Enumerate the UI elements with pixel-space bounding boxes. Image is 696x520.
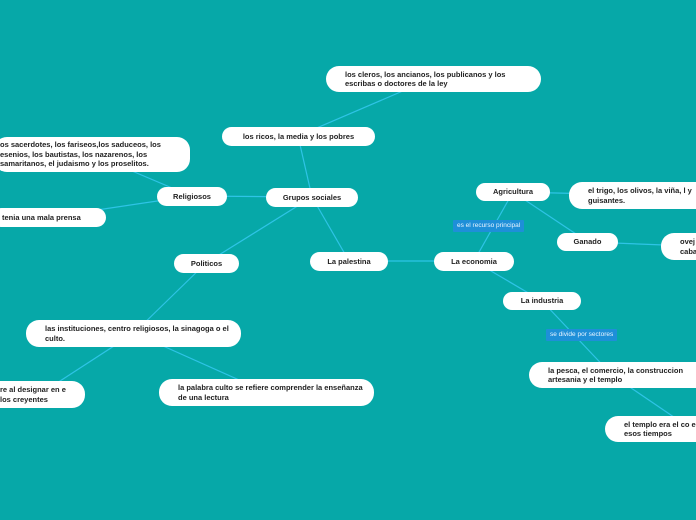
- node-ovejas[interactable]: ovej caba: [661, 233, 696, 260]
- node-label: los ricos, la media y los pobres: [242, 131, 355, 141]
- node-templo[interactable]: el templo era el co en esos tiempos: [605, 416, 696, 442]
- link-grupos-politicos: [205, 196, 313, 264]
- node-mala-prensa[interactable]: tenia una mala prensa: [0, 208, 106, 227]
- node-label: la palabra culto se refiere comprender l…: [178, 383, 363, 402]
- node-la-industria[interactable]: La industria: [503, 292, 581, 310]
- node-sacerdotes[interactable]: os sacerdotes, los fariseos,los saduceos…: [0, 137, 190, 172]
- node-label: Ganado: [573, 237, 602, 247]
- node-label: La industria: [520, 296, 564, 306]
- link-grupos-ricos: [297, 135, 313, 198]
- node-palabra-culto[interactable]: la palabra culto se refiere comprender l…: [159, 379, 374, 406]
- node-label: La palestina: [327, 256, 371, 266]
- node-label: Agricultura: [492, 187, 533, 197]
- node-label: el templo era el co en esos tiempos: [624, 419, 696, 439]
- node-designar[interactable]: re al designar en e los creyentes: [0, 381, 85, 408]
- node-label: Religiosos: [173, 191, 211, 201]
- node-los-ricos[interactable]: los ricos, la media y los pobres: [222, 127, 375, 146]
- node-politicos[interactable]: Politicos: [174, 254, 239, 273]
- node-ganado[interactable]: Ganado: [557, 233, 618, 251]
- node-religiosos[interactable]: Religiosos: [157, 187, 227, 206]
- node-pesca[interactable]: la pesca, el comercio, la construccion a…: [529, 362, 696, 388]
- node-trigo[interactable]: el trigo, los olivos, la viña, l y guisa…: [569, 182, 696, 209]
- node-label: el trigo, los olivos, la viña, l y guisa…: [588, 186, 692, 205]
- node-label: las instituciones, centro religiosos, la…: [45, 324, 229, 343]
- node-label: ovej caba: [680, 237, 696, 256]
- link-grupos-palestina: [311, 196, 350, 262]
- tag-recurso-principal: es el recurso principal: [453, 220, 525, 232]
- node-label: os sacerdotes, los fariseos,los saduceos…: [0, 140, 161, 169]
- node-instituciones[interactable]: las instituciones, centro religiosos, la…: [26, 320, 241, 347]
- node-label: tenia una mala prensa: [2, 212, 81, 222]
- node-agricultura[interactable]: Agricultura: [476, 183, 550, 201]
- node-label: re al designar en e los creyentes: [0, 385, 66, 404]
- node-label: Grupos sociales: [282, 192, 342, 202]
- node-la-palestina[interactable]: La palestina: [310, 252, 388, 271]
- node-label: La economia: [451, 256, 497, 266]
- node-grupos-sociales[interactable]: Grupos sociales: [266, 188, 358, 207]
- tag-divide-sectores: se divide por sectores: [546, 329, 618, 341]
- node-los-cleros[interactable]: los cleros, los ancianos, los publicanos…: [326, 66, 541, 92]
- node-label: la pesca, el comercio, la construccion a…: [548, 365, 684, 385]
- node-la-economia[interactable]: La economia: [434, 252, 514, 271]
- node-label: los cleros, los ancianos, los publicanos…: [345, 69, 506, 89]
- node-label: Politicos: [190, 258, 223, 268]
